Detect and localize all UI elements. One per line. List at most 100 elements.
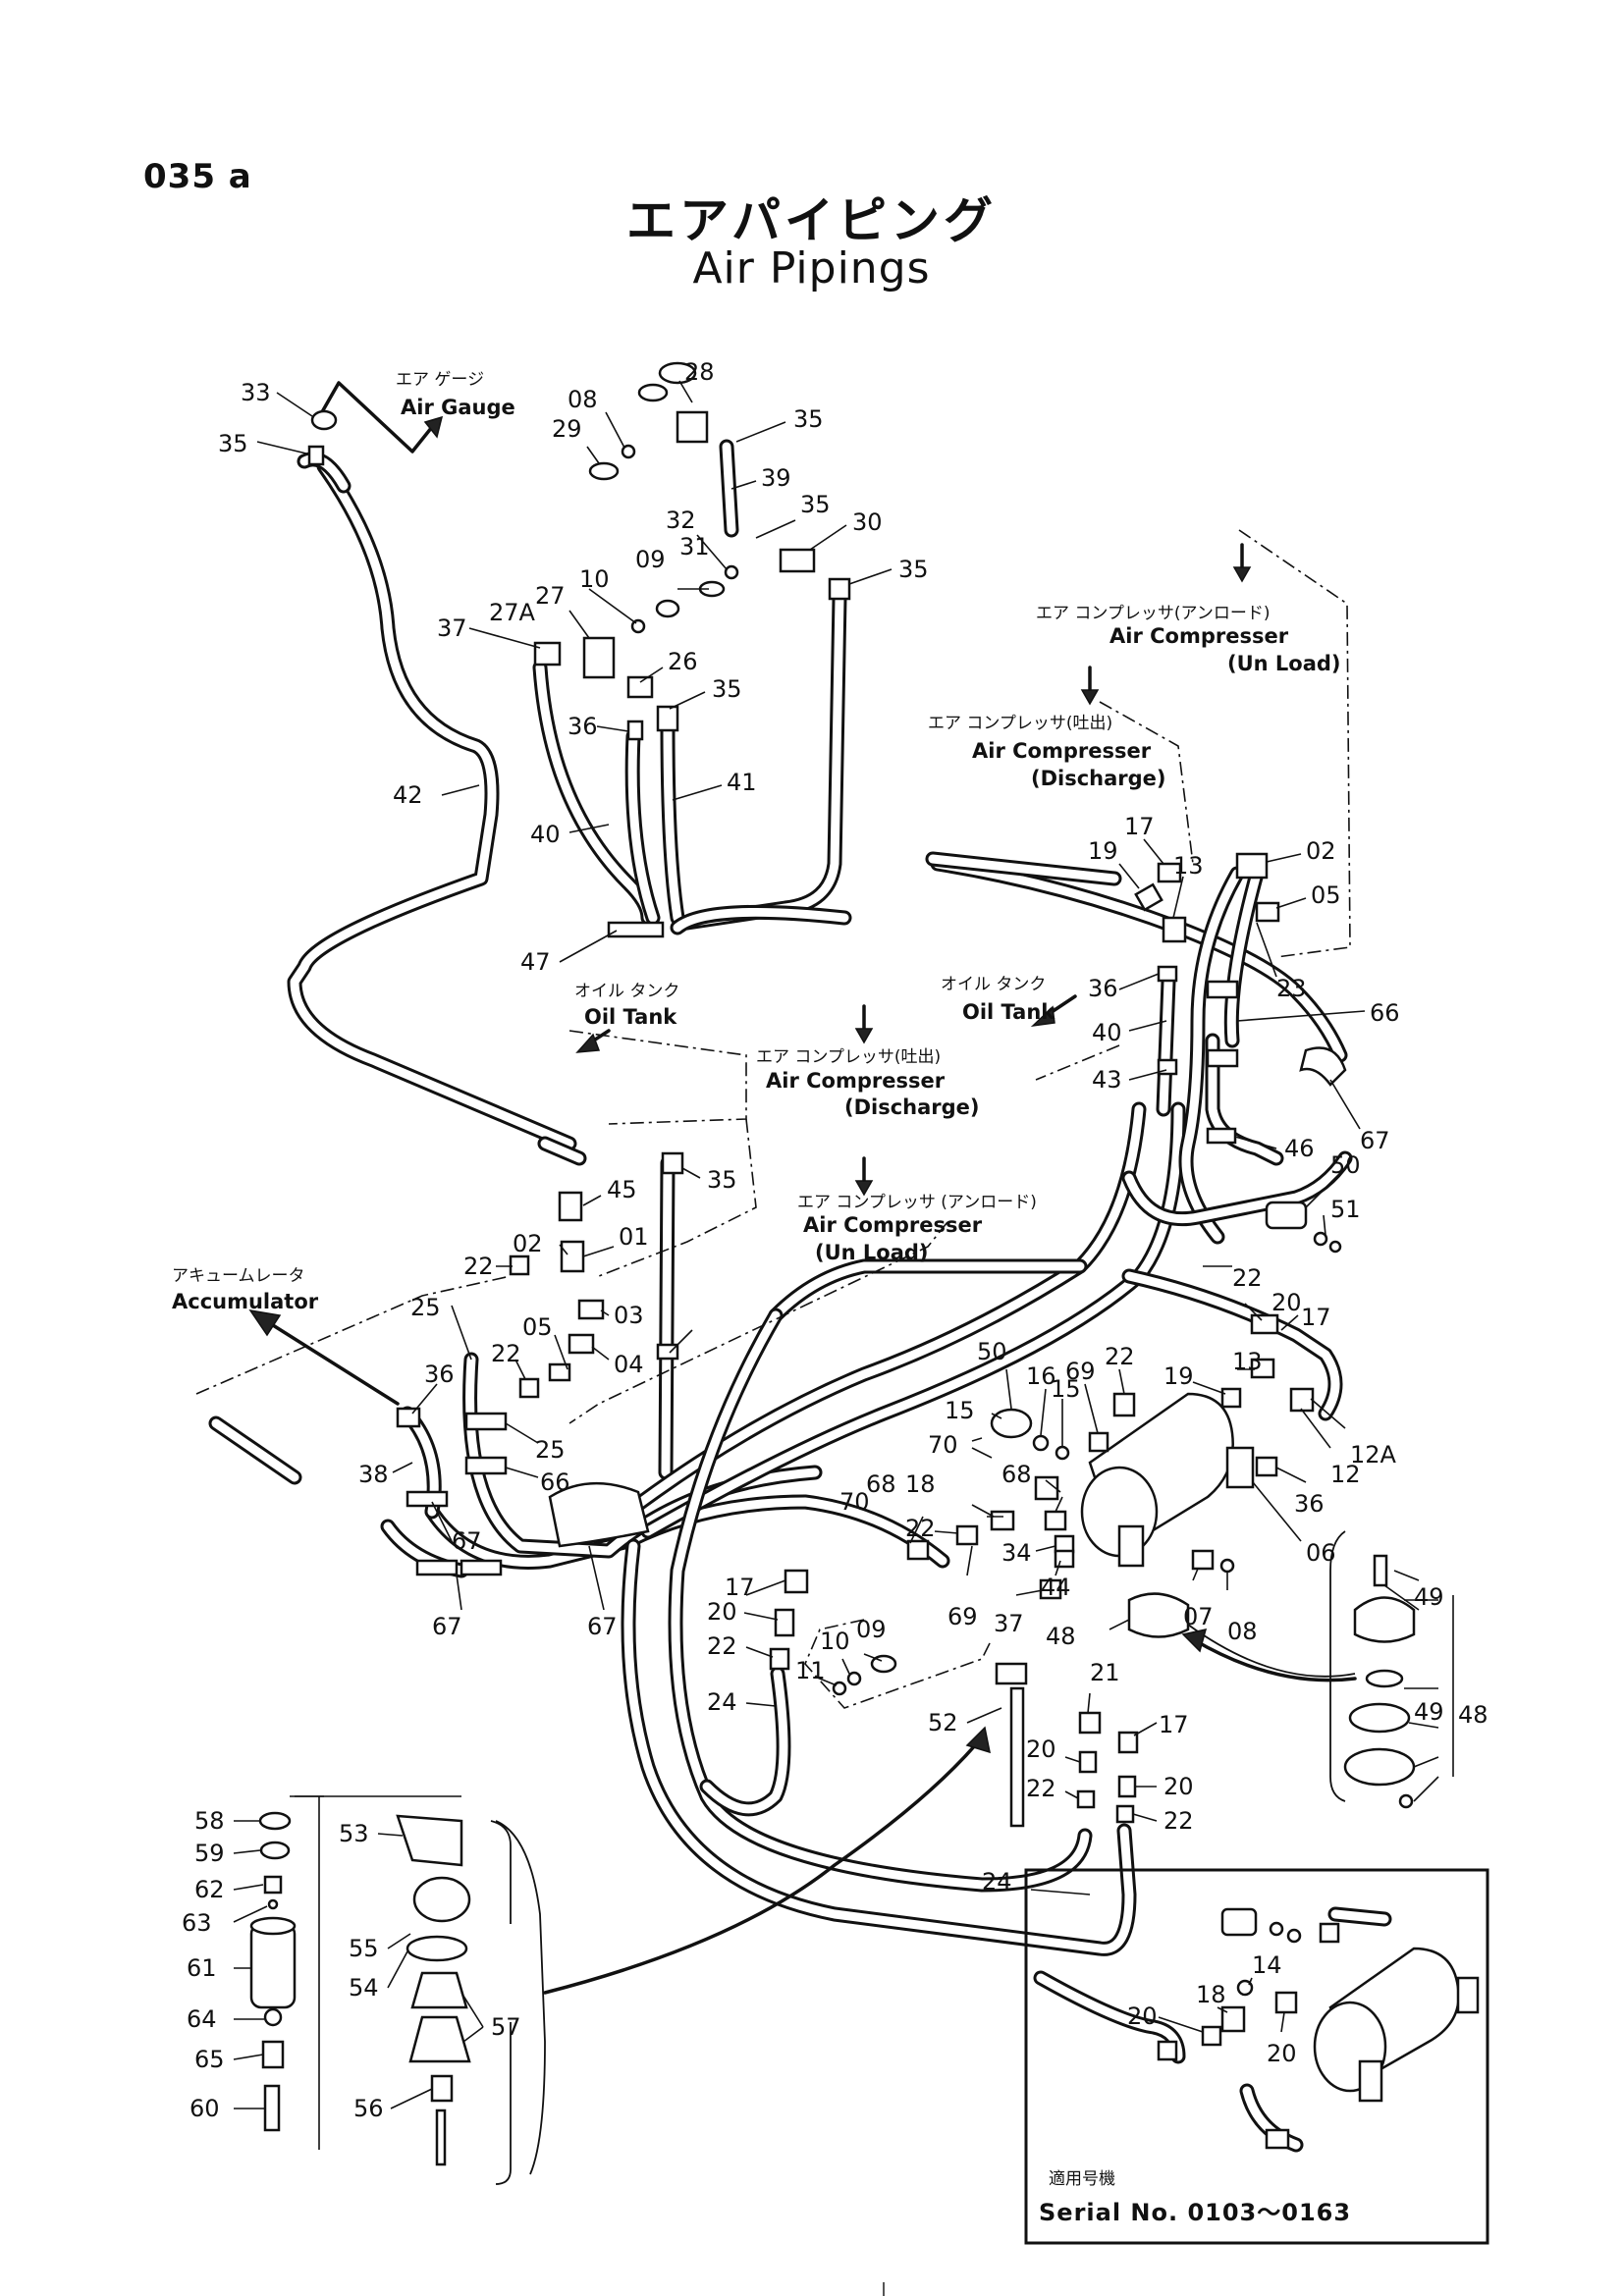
label-02-b: 02 xyxy=(513,1230,543,1257)
label-44: 44 xyxy=(1041,1574,1071,1601)
boundary-accumulator xyxy=(195,1275,512,1395)
part-22-fitting-c xyxy=(1112,1392,1136,1417)
oil-tank-right-jp: オイル タンク xyxy=(941,975,1046,994)
label-67-a: 67 xyxy=(1360,1127,1390,1154)
label-28: 28 xyxy=(684,358,715,386)
boundary-lines xyxy=(195,529,1351,1709)
part-70-fitting xyxy=(955,1524,979,1546)
label-02-a: 02 xyxy=(1306,837,1336,865)
label-24-b: 24 xyxy=(982,1868,1012,1896)
parts-group xyxy=(248,361,1454,2185)
label-40-a: 40 xyxy=(530,821,561,848)
air-gauge-en: Air Gauge xyxy=(401,396,515,419)
part-08-washer xyxy=(621,444,636,459)
label-20-d: 20 xyxy=(1163,1773,1194,1800)
part-06-bracket-left xyxy=(1117,1524,1145,1568)
label-49-b: 49 xyxy=(1414,1698,1444,1726)
label-32: 32 xyxy=(666,507,696,534)
inset-filter xyxy=(1220,1907,1258,1937)
inset-label-20b: 20 xyxy=(1267,2040,1297,2067)
label-70-b: 70 xyxy=(839,1488,870,1516)
part-67-big-clamp xyxy=(548,1481,650,1548)
label-67-d: 67 xyxy=(587,1613,618,1640)
inset-serial-number: Serial No. 0103〜0163 xyxy=(1039,2199,1351,2226)
boundary-09-group xyxy=(804,1619,993,1709)
label-27A: 27A xyxy=(489,599,536,626)
label-64: 64 xyxy=(187,2005,217,2033)
air-gauge-jp: エア ゲージ xyxy=(396,370,484,390)
part-35-elbow-30 xyxy=(828,577,851,601)
part-51-a xyxy=(1313,1231,1328,1247)
inset-elbow xyxy=(1265,2128,1290,2150)
part-60-tube xyxy=(263,2084,281,2132)
label-48-a: 48 xyxy=(1046,1623,1076,1650)
label-17-a: 17 xyxy=(1124,813,1155,840)
label-41: 41 xyxy=(727,769,757,796)
comp-discharge-right-en2: (Discharge) xyxy=(1031,767,1166,790)
part-50-filter-center xyxy=(990,1408,1033,1439)
part-15-washer xyxy=(1055,1445,1070,1461)
arc-48-to-exploded xyxy=(1191,1637,1357,1682)
part-58-cap xyxy=(258,1811,292,1831)
label-08-b: 08 xyxy=(1227,1618,1258,1645)
label-20-c: 20 xyxy=(1026,1735,1056,1763)
part-22-fitting-d xyxy=(906,1539,930,1561)
part-32-washer xyxy=(724,564,739,580)
label-21: 21 xyxy=(1090,1659,1120,1686)
part-10-washer-center xyxy=(846,1671,862,1686)
label-07: 07 xyxy=(1183,1603,1214,1630)
boundary-discharge-center xyxy=(598,1118,757,1277)
part-66-clamp-left-a xyxy=(464,1412,508,1431)
part-28-body xyxy=(676,410,709,444)
part-66-clamp-b xyxy=(1206,1048,1239,1068)
part-37-elbow xyxy=(533,641,562,667)
label-35-e: 35 xyxy=(712,675,742,703)
part-22-fitting-lower-a xyxy=(1076,1789,1096,1809)
label-22-e: 22 xyxy=(905,1515,936,1542)
label-20-b: 20 xyxy=(707,1598,737,1626)
arc-48-arrowhead xyxy=(1181,1629,1208,1653)
inset-fitting-b xyxy=(1201,2025,1222,2047)
part-56-fitting xyxy=(430,2074,454,2103)
label-62: 62 xyxy=(194,1876,225,1903)
label-55: 55 xyxy=(349,1935,379,1962)
label-35-f: 35 xyxy=(707,1166,737,1194)
pipe-group xyxy=(208,439,1356,1956)
bracket-48-group xyxy=(1329,1530,1346,1802)
label-05-b: 05 xyxy=(522,1313,553,1341)
label-63: 63 xyxy=(182,1909,212,1937)
part-56-stud xyxy=(435,2109,447,2166)
part-45-plug xyxy=(558,1191,583,1222)
part-46-clamp xyxy=(1206,1127,1237,1145)
label-52: 52 xyxy=(928,1709,958,1736)
label-08-a: 08 xyxy=(568,386,598,413)
label-24-a: 24 xyxy=(707,1688,737,1716)
label-arrows xyxy=(575,543,1252,1197)
part-61-bowl-top xyxy=(249,1916,297,1936)
label-34: 34 xyxy=(1001,1539,1032,1567)
label-18: 18 xyxy=(905,1470,936,1498)
part-44-fitting xyxy=(1054,1549,1075,1569)
part-17-elbow-center xyxy=(784,1569,809,1594)
comp-unload-right-en2: (Un Load) xyxy=(1227,652,1341,675)
label-17-b: 17 xyxy=(1301,1304,1331,1331)
label-16: 16 xyxy=(1026,1362,1056,1390)
label-54: 54 xyxy=(349,1974,379,2002)
label-03: 03 xyxy=(614,1302,644,1329)
comp-discharge-center-en2: (Discharge) xyxy=(844,1095,980,1119)
label-10-a: 10 xyxy=(579,565,610,593)
label-23: 23 xyxy=(1276,975,1307,1002)
inset-washer-a xyxy=(1269,1921,1284,1937)
part-68-fitting-b xyxy=(1044,1510,1067,1531)
label-68-a: 68 xyxy=(1001,1461,1032,1488)
title-japanese: エアパイピング xyxy=(626,192,997,249)
label-67-b: 67 xyxy=(452,1527,482,1555)
label-22-h: 22 xyxy=(1163,1807,1194,1835)
part-35-elbow-26 xyxy=(656,705,679,732)
part-18-fitting xyxy=(1034,1475,1059,1501)
part-36-fitting-right xyxy=(1255,1456,1278,1477)
label-46: 46 xyxy=(1284,1135,1315,1162)
bracket-57-arc xyxy=(495,1820,546,2175)
oil-tank-left-en: Oil Tank xyxy=(584,1005,677,1029)
part-35-elbow-center xyxy=(661,1151,684,1175)
